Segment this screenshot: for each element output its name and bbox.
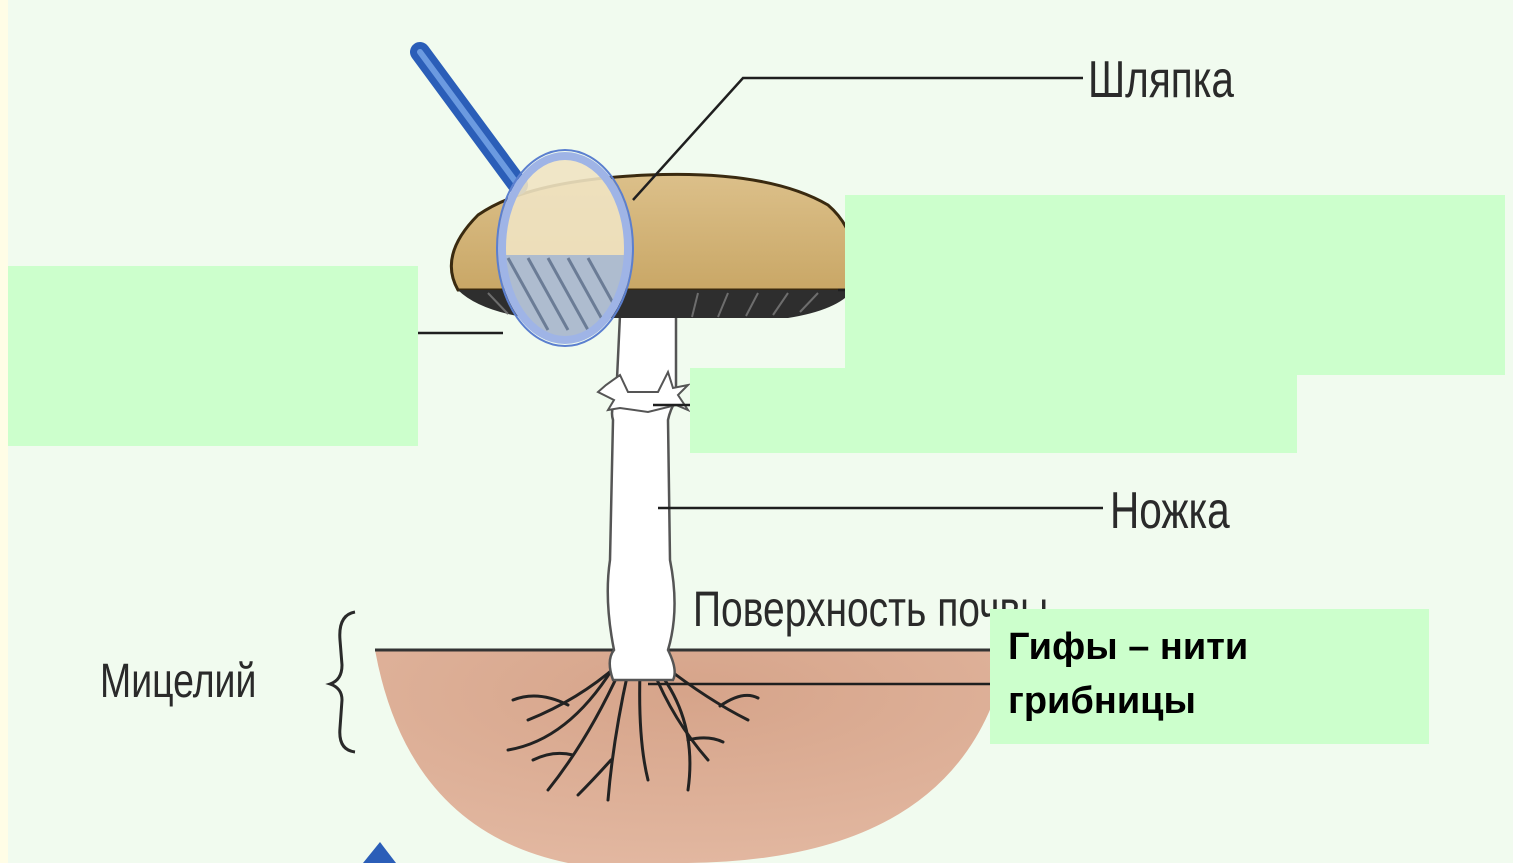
cap-label: Шляпка — [1088, 50, 1234, 110]
mushroom-diagram: Шляпка Ножка Поверхность почвы Мицелий Г… — [8, 0, 1513, 863]
cover-box-top-right — [845, 195, 1505, 375]
stem-label: Ножка — [1110, 481, 1230, 541]
cover-box-middle — [690, 368, 1297, 453]
mycelium-brace — [330, 612, 355, 752]
hyphae-box-line2: грибницы — [1008, 675, 1196, 727]
magnifier-icon — [420, 52, 638, 350]
stem — [608, 307, 676, 681]
soil-area — [375, 650, 1008, 863]
hyphae-box-line1: Гифы – нити — [1008, 621, 1248, 673]
hyphae-box: Гифы – нити грибницы — [990, 609, 1429, 744]
mycelium-label: Мицелий — [100, 654, 256, 709]
cover-box-left — [8, 266, 418, 446]
magnifier-handle-partial — [363, 842, 396, 863]
